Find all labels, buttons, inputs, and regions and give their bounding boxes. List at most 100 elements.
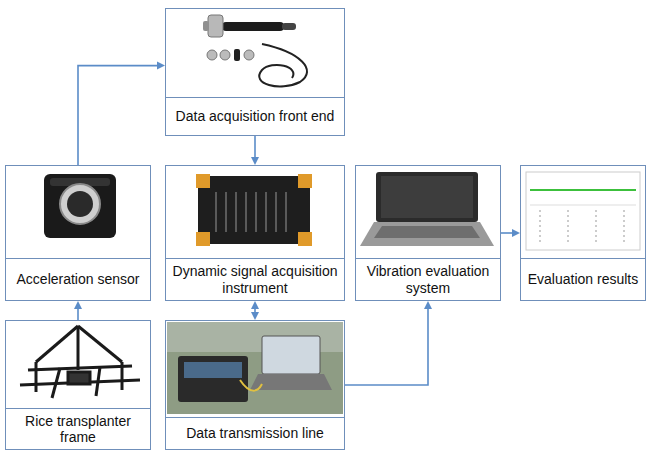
instrument-slot xyxy=(245,192,247,232)
box-label: Data acquisition front end xyxy=(176,108,335,124)
process-box: Acceleration sensor xyxy=(5,165,151,301)
instrument-corner xyxy=(298,232,312,246)
arrow-head xyxy=(251,312,259,320)
label-band: Data transmission line xyxy=(166,417,344,449)
frame-sling xyxy=(36,326,78,362)
process-box: Data transmission line xyxy=(165,320,345,450)
label-band: Dynamic signal acquisition instrument xyxy=(166,258,344,300)
screenshot-column xyxy=(540,210,541,245)
frame-sling xyxy=(77,326,80,370)
flow-arrow xyxy=(251,136,259,165)
photo-laptop-screen xyxy=(262,336,320,374)
label-band: Evaluation results xyxy=(521,258,645,300)
connector-line xyxy=(254,136,256,158)
flow-arrow xyxy=(345,301,432,385)
instrument-corner xyxy=(298,174,312,188)
instrument-slot xyxy=(225,192,227,232)
screenshot-rule xyxy=(530,205,636,206)
connector-line xyxy=(78,66,158,165)
frame-block xyxy=(68,372,90,384)
box-label: Evaluation results xyxy=(528,271,639,287)
hammer-cable xyxy=(259,44,307,86)
acceleration-sensor-picture xyxy=(44,174,116,238)
instrument-slot xyxy=(285,192,287,232)
connector-line xyxy=(77,308,79,320)
arrow-head xyxy=(251,157,259,165)
arrow-head xyxy=(157,62,165,70)
instrument-corner xyxy=(196,174,210,188)
process-box: Dynamic signal acquisition instrument xyxy=(165,165,345,301)
process-box: Vibration evaluation system xyxy=(355,165,501,301)
process-box: Data acquisition front end xyxy=(165,8,345,136)
hammer-head xyxy=(208,15,223,37)
hammer-tip xyxy=(203,21,209,31)
hammer-tip-spare xyxy=(234,49,240,61)
sensor-center xyxy=(67,191,93,217)
instrument-corner xyxy=(196,232,210,246)
sensor-ring xyxy=(60,184,100,224)
arrow-head xyxy=(424,301,432,309)
frame-sling xyxy=(78,326,122,362)
arrow-head xyxy=(74,301,82,309)
frame-post xyxy=(52,368,60,398)
connector-line xyxy=(501,232,513,234)
flow-arrow xyxy=(501,229,520,237)
transplanter-frame-picture xyxy=(20,326,140,398)
screenshot-column xyxy=(624,210,625,245)
transmission-photo xyxy=(167,322,343,414)
connector-line xyxy=(345,308,428,385)
photo-cable xyxy=(240,380,262,391)
instrument-slot xyxy=(235,192,237,232)
instrument-slot xyxy=(275,192,277,232)
sensor-body xyxy=(44,174,116,238)
frame-beam xyxy=(28,366,132,370)
instrument-slot xyxy=(265,192,267,232)
hammer-handle xyxy=(222,22,284,31)
box-label: Acceleration sensor xyxy=(17,271,140,287)
instrument-slot xyxy=(215,192,217,232)
photo-case xyxy=(178,356,248,402)
screenshot-column xyxy=(596,210,597,245)
photo-laptop-base xyxy=(250,374,332,390)
process-box: Evaluation results xyxy=(520,165,646,301)
laptop-screen xyxy=(376,172,478,222)
laptop-base xyxy=(360,222,494,246)
label-band: Vibration evaluation system xyxy=(356,258,500,300)
box-label: Dynamic signal acquisition instrument xyxy=(170,263,340,295)
hammer-tip-spare xyxy=(244,50,254,60)
laptop-picture xyxy=(360,172,494,246)
screenshot-frame xyxy=(526,172,640,250)
box-label: Data transmission line xyxy=(186,425,324,441)
frame-post xyxy=(121,362,124,390)
instrument-picture xyxy=(196,174,312,246)
flow-arrow xyxy=(74,301,82,320)
label-band: Data acquisition front end xyxy=(166,97,344,135)
hammer-grip-end xyxy=(282,23,296,30)
arrow-head xyxy=(512,229,520,237)
arrow-head xyxy=(251,301,259,309)
box-label: Vibration evaluation system xyxy=(360,263,496,295)
photo-instrument xyxy=(184,362,242,378)
screenshot-curve xyxy=(530,189,636,191)
instrument-slots xyxy=(216,192,286,232)
frame-post xyxy=(96,367,100,396)
flow-arrow xyxy=(251,301,259,320)
photo-ground xyxy=(167,322,343,414)
laptop-keyboard xyxy=(374,226,480,238)
hammer-tip-spare xyxy=(220,50,230,60)
instrument-body xyxy=(198,176,310,244)
process-box: Rice transplanter frame xyxy=(5,320,151,450)
laptop-display xyxy=(381,176,473,218)
label-band: Rice transplanter frame xyxy=(6,408,150,449)
screenshot-columns xyxy=(540,210,624,245)
results-screenshot xyxy=(526,172,640,250)
instrument-slot xyxy=(255,192,257,232)
label-band: Acceleration sensor xyxy=(6,258,150,300)
hammer-tip-spare xyxy=(207,50,217,60)
frame-post xyxy=(35,362,38,392)
flow-arrow xyxy=(78,62,165,165)
impact-hammer xyxy=(203,15,307,86)
box-label: Rice transplanter frame xyxy=(10,413,146,445)
